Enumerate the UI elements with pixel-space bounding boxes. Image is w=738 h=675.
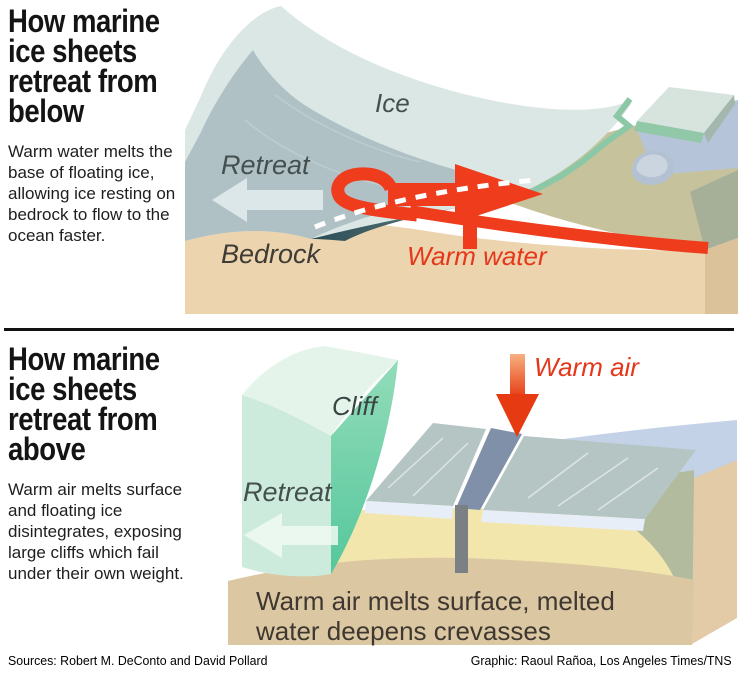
diagram-caption: Warm air melts surface, melted water dee… xyxy=(256,586,615,646)
warm-air-arrow-shaft xyxy=(510,354,525,398)
ice-shelf-front-edge xyxy=(508,97,634,202)
ice-slab-left-top xyxy=(366,423,486,506)
ice-slab-right-top xyxy=(483,436,696,519)
footer-sources: Sources: Robert M. DeConto and David Pol… xyxy=(8,653,268,668)
diagram-above-canvas xyxy=(228,346,737,645)
headline-retreat-below: How marine ice sheets retreat from below xyxy=(8,3,160,129)
label-ice: Ice xyxy=(375,88,410,118)
bedrock-front-face xyxy=(185,221,738,314)
panel-divider xyxy=(4,328,734,331)
label-warm-air: Warm air xyxy=(534,352,639,382)
retreat-arrow-icon-above xyxy=(244,513,338,558)
iceberg-slab-top xyxy=(637,87,734,133)
block-side-water-strip xyxy=(694,432,737,478)
dashed-grounding-line xyxy=(314,177,536,230)
warm-water-label-leader xyxy=(463,200,477,249)
small-berg-top xyxy=(636,154,668,178)
submerged-side-face xyxy=(690,170,738,250)
label-retreat-below: Retreat xyxy=(221,150,310,180)
ice-slab-left-underside xyxy=(365,501,453,519)
warm-air-arrowhead-icon xyxy=(496,394,539,437)
footer-credit: Graphic: Raoul Rañoa, Los Angeles Times/… xyxy=(471,653,732,668)
warm-water-inflow-band xyxy=(409,205,709,254)
ice-texture-lines xyxy=(244,94,421,187)
label-cliff: Cliff xyxy=(332,391,377,421)
warm-water-curl xyxy=(331,167,418,222)
label-warm-water: Warm water xyxy=(407,241,547,271)
bedrock-side-face xyxy=(705,238,738,314)
beach-front-face xyxy=(228,557,694,645)
diagram-retreat-below xyxy=(185,0,738,314)
headline-retreat-above: How marine ice sheets retreat from above xyxy=(8,341,160,467)
diagram-below-canvas xyxy=(185,6,738,314)
label-bedrock: Bedrock xyxy=(221,239,321,269)
description-retreat-below: Warm water melts the base of floating ic… xyxy=(8,142,176,245)
diagram-retreat-above xyxy=(228,338,738,645)
retreat-arrow-icon xyxy=(212,178,323,222)
label-retreat-above: Retreat xyxy=(243,477,332,507)
ice-cliff-face xyxy=(331,360,398,574)
iceberg-slab-front xyxy=(634,121,704,143)
description-retreat-above: Warm air melts surface and floating ice … xyxy=(8,480,184,583)
ice-slab-right-underside xyxy=(481,510,645,531)
ice-cliff-top-face xyxy=(242,346,398,436)
crevasse xyxy=(456,428,522,510)
slab-texture-lines xyxy=(387,437,659,511)
crevasse-leader-line xyxy=(455,505,468,573)
block-side-face xyxy=(692,460,737,644)
iceberg-slab-side xyxy=(704,95,735,143)
